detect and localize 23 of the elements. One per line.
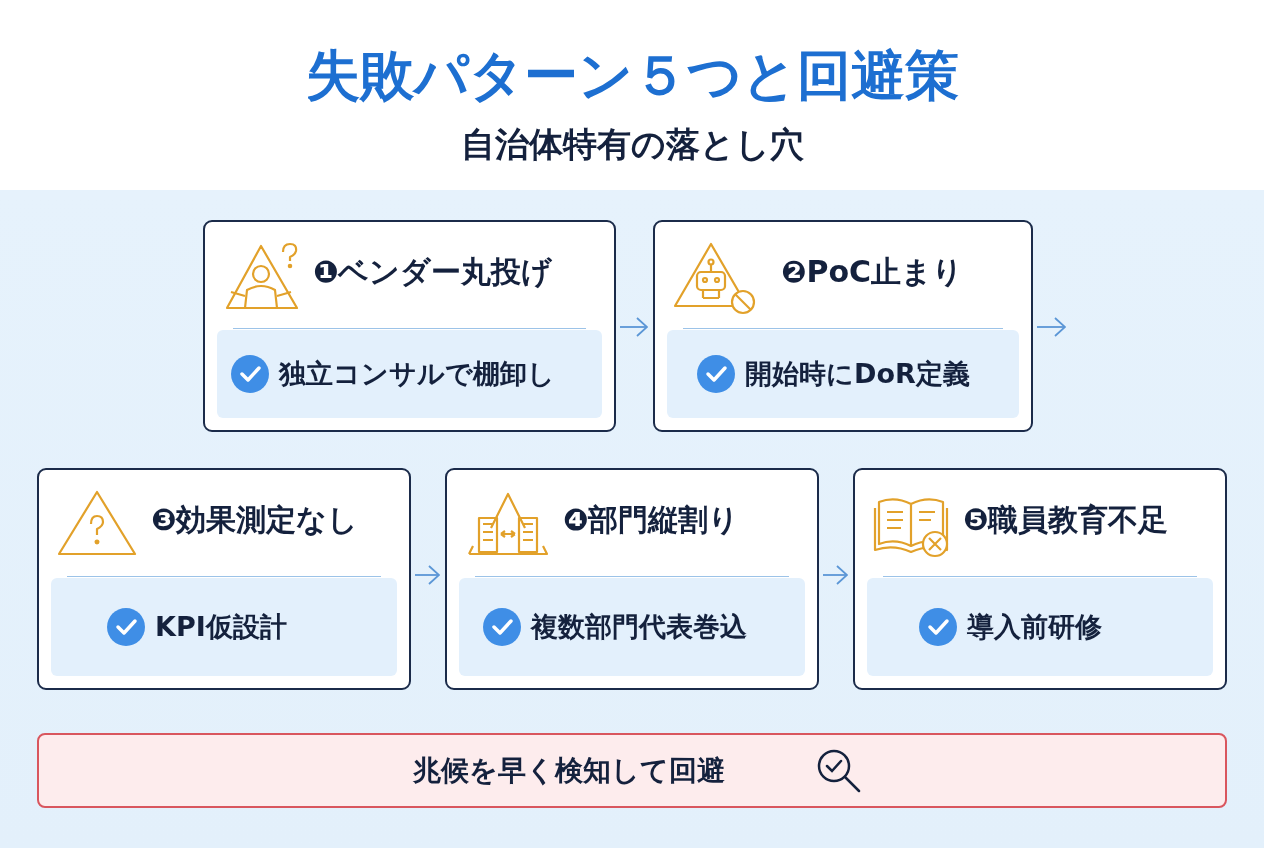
pattern-card — [853, 468, 1227, 690]
pattern-card — [37, 468, 411, 690]
pattern-card — [653, 220, 1033, 432]
solution-text: 複数部門代表巻込 — [531, 610, 747, 644]
title: 失敗パターン５つと回避策 — [304, 43, 960, 109]
pattern-heading: ❶ベンダー丸投げ — [313, 253, 553, 291]
solution-text: 開始時にDoR定義 — [745, 357, 970, 391]
summary-banner — [37, 733, 1227, 808]
pattern-heading: ❷PoC止まり — [781, 253, 963, 291]
subtitle: 自治体特有の落とし穴 — [459, 123, 805, 166]
arrow — [619, 317, 648, 337]
solution-text: 導入前研修 — [967, 610, 1102, 644]
arrow — [1036, 317, 1066, 337]
pattern-card — [203, 220, 616, 432]
arrow — [414, 565, 440, 585]
pattern-heading: ❺職員教育不足 — [963, 501, 1169, 539]
pattern-heading: ❸効果測定なし — [151, 501, 359, 539]
solution-text: 独立コンサルで棚卸し — [279, 357, 555, 391]
arrow — [822, 565, 848, 585]
pattern-card — [445, 468, 819, 690]
pattern-heading: ❹部門縦割り — [563, 501, 740, 539]
summary-text: 兆候を早く検知して回避 — [413, 752, 725, 789]
solution-text: KPI仮設計 — [155, 610, 287, 644]
